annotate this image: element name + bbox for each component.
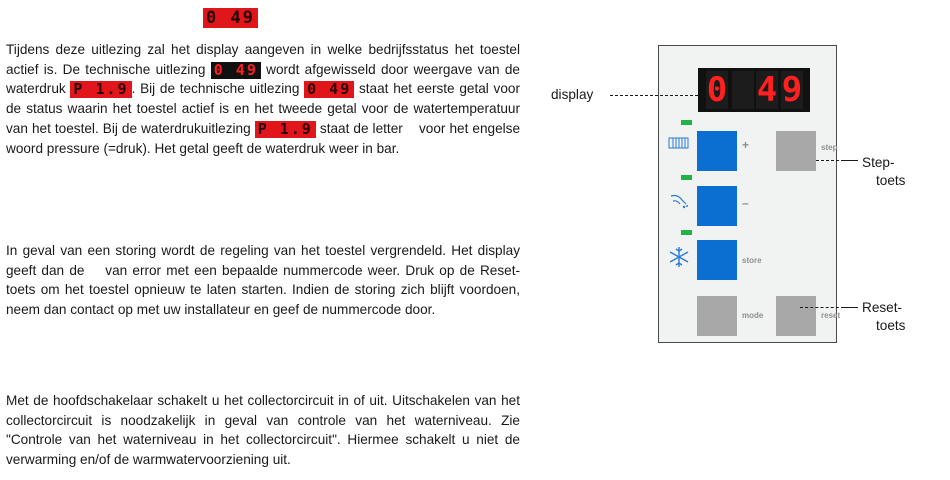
display-digit-2: [732, 71, 754, 109]
p1-text-5: staat de letter: [319, 120, 403, 136]
snowflake-icon: [669, 247, 689, 267]
plus-label: +: [742, 138, 750, 152]
step-callout-label-1: Step-: [862, 155, 895, 170]
display-digit-1: 0: [706, 70, 728, 110]
p1-text-1: Tijdens deze uitlezing zal het display a…: [6, 42, 520, 77]
display-callout-line: [610, 95, 698, 97]
step-button[interactable]: [776, 131, 816, 171]
plus-button[interactable]: [697, 131, 737, 171]
seg-readout-pressure: P 1.9: [70, 81, 132, 99]
mode-button[interactable]: [697, 296, 737, 336]
minus-button[interactable]: [697, 186, 737, 226]
p1-text-2: wordt afgewisseld door weergave van de w…: [6, 61, 520, 97]
seg-readout-status-2: 0 49: [304, 81, 355, 99]
reset-callout-line-dash: [800, 307, 844, 309]
p1-text-3: . Bij de technische uitlezing: [131, 81, 300, 97]
p1-text-6: voor het engelse woord pressure (=druk).…: [6, 120, 521, 156]
seg-readout-status: 0 49: [210, 61, 261, 79]
p2-text-1: In geval van een storing wordt de regeli…: [6, 243, 520, 278]
store-button[interactable]: [697, 240, 737, 280]
step-callout-line-dash: [816, 160, 844, 162]
reset-callout-label-1: Reset-: [862, 300, 903, 315]
p2-text-2: van error met een bepaalde nummercode we…: [6, 262, 520, 318]
mode-label: mode: [742, 311, 764, 320]
minus-label: –: [742, 196, 749, 210]
reset-callout-line: [844, 307, 858, 308]
seg-readout-pressure-2: P 1.9: [254, 120, 316, 138]
panel-display: 0 4 9: [698, 68, 810, 112]
radiator-icon: [668, 137, 689, 149]
step-callout-label-2: toets: [876, 173, 906, 188]
reset-callout-label-2: toets: [876, 318, 906, 333]
top-display-readout: 0 49: [203, 8, 258, 28]
display-digit-3: 4: [756, 70, 778, 110]
p1-text-4: staat het eerste getal voor de status wa…: [6, 81, 520, 136]
reset-label: reset: [821, 311, 841, 320]
led-frost: [681, 230, 692, 235]
tap-water-icon: [670, 194, 688, 209]
display-callout-label: display: [551, 87, 594, 102]
paragraph-main-switch: Met de hoofdschakelaar schakelt u het co…: [6, 393, 520, 468]
led-hot-water: [681, 175, 692, 180]
paragraph-error: In geval van een storing wordt de regeli…: [6, 241, 520, 320]
store-label: store: [742, 256, 762, 265]
led-heating: [681, 120, 692, 125]
step-label: step: [821, 143, 838, 152]
reset-button[interactable]: [776, 296, 816, 336]
step-callout-line: [844, 160, 858, 161]
paragraph-technical-readout: Tijdens deze uitlezing zal het display a…: [6, 40, 520, 158]
display-digit-4: 9: [781, 70, 803, 110]
